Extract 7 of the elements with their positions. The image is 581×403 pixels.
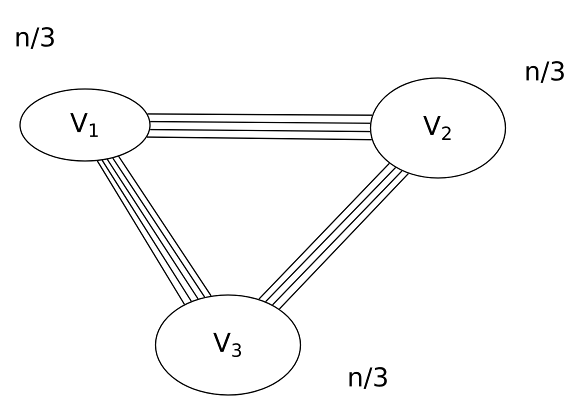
- edge-line: [150, 120, 370, 124]
- size-label: n/3: [349, 367, 387, 389]
- size-label: n/3: [16, 27, 54, 49]
- edge-line: [148, 113, 372, 116]
- edge-line: [150, 128, 370, 132]
- size-label: n/3: [526, 61, 564, 83]
- edge-line: [147, 136, 372, 140]
